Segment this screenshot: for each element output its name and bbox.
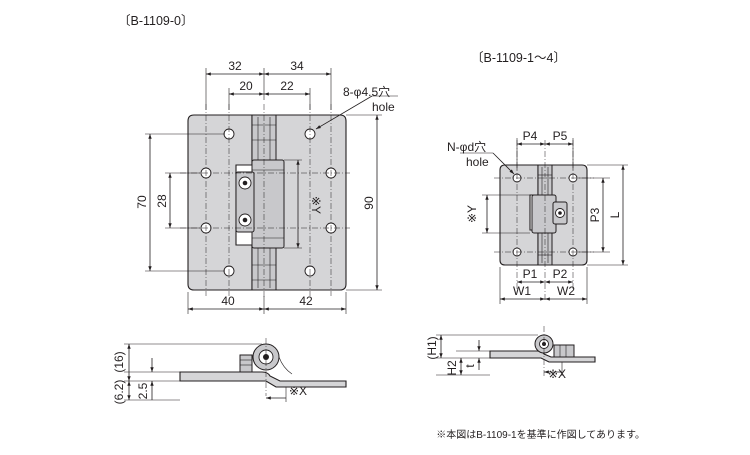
dim-6-2: (6.2) <box>112 380 126 405</box>
left-view-title: 〔B-1109-0〕 <box>118 14 194 28</box>
dim-h2: H2 <box>445 360 459 376</box>
center-lines <box>180 104 350 298</box>
side-plate <box>179 371 347 388</box>
left-front-view: 32 34 20 22 8-φ4.5穴 hole 70 28 <box>135 59 398 314</box>
right-front-view: P4 P5 N-φd穴 hole ※Y P3 L <box>447 129 628 304</box>
dim-2-5: 2.5 <box>136 382 150 399</box>
dim-p2: P2 <box>553 267 568 281</box>
dim-p3: P3 <box>588 207 602 222</box>
dim-p1: P1 <box>523 267 538 281</box>
dim-t: t <box>463 364 477 368</box>
left-side-view: (16) (6.2) 2.5 ※X <box>112 338 347 405</box>
dim-x-mark-left: ※X <box>289 384 307 398</box>
small-side-bolt <box>553 344 575 358</box>
small-hole-callout-en: hole <box>466 155 489 169</box>
dim-34: 34 <box>290 59 304 73</box>
hole-callout-spec: 8-φ4.5穴 <box>343 84 390 99</box>
dim-x-mark-right: ※X <box>548 367 566 381</box>
top-dimensions <box>205 68 332 110</box>
dim-90: 90 <box>362 196 376 210</box>
small-top-dimensions <box>516 138 574 170</box>
right-side-view: (H1) H2 t ※X <box>425 326 596 381</box>
small-bottom-dimensions <box>499 267 588 304</box>
dim-p4: P4 <box>523 129 538 143</box>
dim-h1: (H1) <box>425 336 439 359</box>
small-coil <box>531 194 557 234</box>
hole-callout-en: hole <box>372 100 395 114</box>
right-view-title: 〔B-1109-1～4〕 <box>471 51 566 65</box>
dim-70: 70 <box>135 195 149 209</box>
side-bolt <box>239 354 253 373</box>
dim-28: 28 <box>155 194 169 208</box>
footnote: ※本図はB-1109-1を基準に作図してあります。 <box>436 428 645 441</box>
left-leaf <box>187 114 253 291</box>
dim-y-mark: ※Y <box>309 196 323 214</box>
small-right-dimensions <box>578 164 628 266</box>
dim-40: 40 <box>221 294 235 308</box>
dim-16: (16) <box>112 351 126 372</box>
small-side-dimensions <box>436 334 563 376</box>
dim-p5: P5 <box>553 129 568 143</box>
bottom-dimensions <box>187 292 347 314</box>
left-side-dimensions <box>124 343 287 402</box>
dim-32: 32 <box>228 59 242 73</box>
dim-w1: W1 <box>513 284 531 298</box>
dim-42: 42 <box>299 294 313 308</box>
small-hole-callout-spec: N-φd穴 <box>447 139 486 154</box>
dim-20: 20 <box>239 79 253 93</box>
dim-22: 22 <box>280 79 294 93</box>
small-y-dimension <box>482 194 530 234</box>
dim-l: L <box>608 211 622 218</box>
hole-callout-leader <box>315 95 398 130</box>
dim-y-mark-right: ※Y <box>465 205 479 223</box>
small-hole-callout-leader <box>460 152 515 175</box>
left-dimensions <box>145 133 225 272</box>
right-dimensions <box>284 114 382 291</box>
dim-w2: W2 <box>557 284 575 298</box>
